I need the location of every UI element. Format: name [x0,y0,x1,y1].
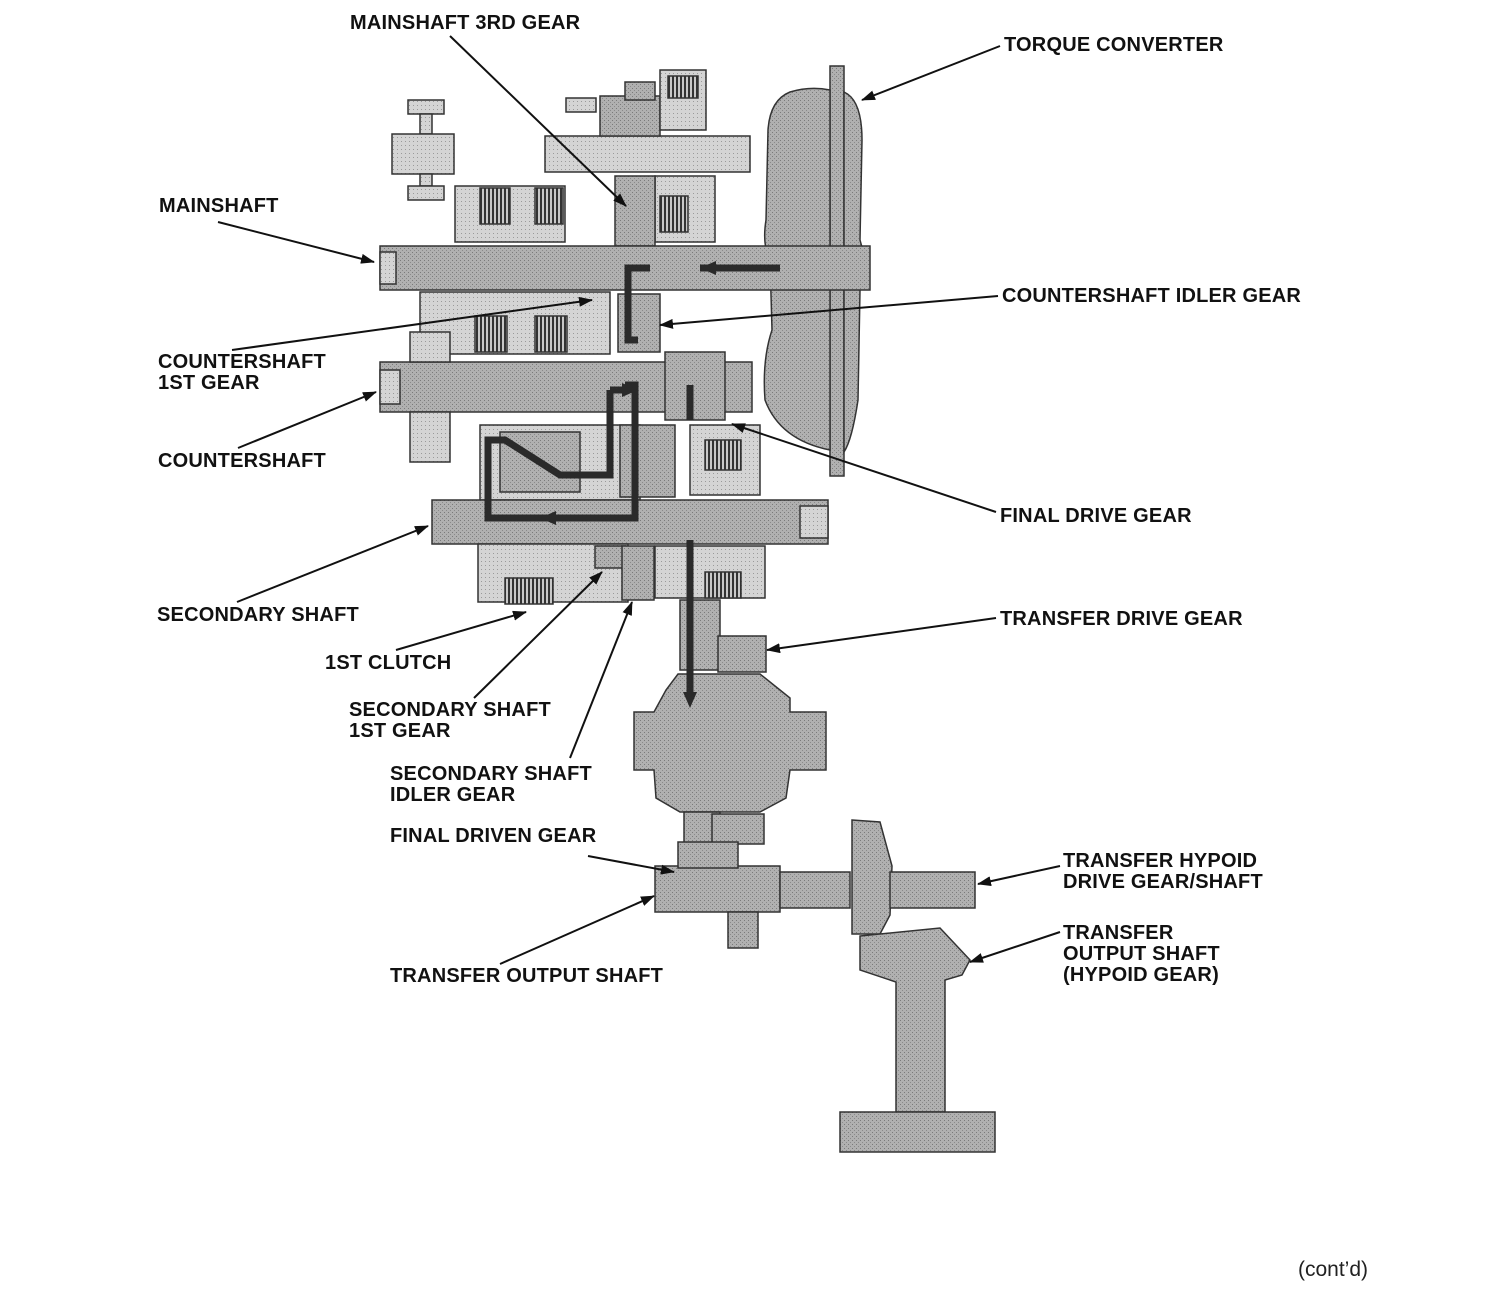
mainshaft-assembly [379,69,871,355]
leader-transfer-output-shaft [499,895,655,965]
leader-secondary-shaft-1st-gear [473,571,603,699]
leader-mainshaft [217,221,375,264]
leader-countershaft [237,391,377,449]
leader-secondary-shaft [236,525,429,603]
label-transfer-drive-gear: TRANSFER DRIVE GEAR [1000,608,1243,630]
label-transfer-output-shaft: TRANSFER OUTPUT SHAFT [390,965,664,987]
label-mainshaft-3rd-gear: MAINSHAFT 3RD GEAR [350,12,581,34]
leader-countershaft-idler-gear [659,295,999,329]
leader-lines [217,35,1061,965]
label-mainshaft: MAINSHAFT [159,195,279,217]
label-transfer-hypoid-drive-gear-shaft: TRANSFER HYPOID DRIVE GEAR/SHAFT [1063,850,1263,893]
leader-countershaft-1st-gear [231,296,593,351]
leader-secondary-shaft-idler-gear [569,601,633,759]
power-flow-arrows [540,261,780,708]
label-secondary-shaft-idler-gear: SECONDARY SHAFT IDLER GEAR [390,763,592,806]
leader-transfer-drive-gear [766,617,997,654]
continued-note: (cont’d) [1298,1258,1369,1281]
label-countershaft: COUNTERSHAFT [158,450,326,472]
label-final-drive-gear: FINAL DRIVE GEAR [1000,505,1192,527]
final-drive-assembly [633,599,827,849]
label-countershaft-idler-gear: COUNTERSHAFT IDLER GEAR [1002,285,1302,307]
leader-1st-clutch [395,610,527,651]
countershaft-assembly [379,331,753,463]
label-1st-clutch: 1ST CLUTCH [325,652,452,674]
leader-mainshaft-3rd-gear [449,35,627,207]
label-final-driven-gear: FINAL DRIVEN GEAR [390,825,597,847]
label-secondary-shaft: SECONDARY SHAFT [157,604,359,626]
label-torque-converter: TORQUE CONVERTER [1004,34,1224,56]
label-secondary-shaft-1st-gear: SECONDARY SHAFT 1ST GEAR [349,699,551,742]
leader-transfer-hypoid-drive-gear [977,865,1061,887]
label-countershaft-1st-gear: COUNTERSHAFT 1ST GEAR [158,351,326,394]
leader-final-driven-gear [587,855,675,875]
leader-transfer-output-shaft-hypoid [969,931,1061,963]
leader-torque-converter [861,45,1001,101]
label-transfer-output-shaft-hypoid-gear: TRANSFER OUTPUT SHAFT (HYPOID GEAR) [1063,922,1220,986]
leader-final-drive-gear [731,423,997,513]
transfer-assembly [654,819,996,1153]
